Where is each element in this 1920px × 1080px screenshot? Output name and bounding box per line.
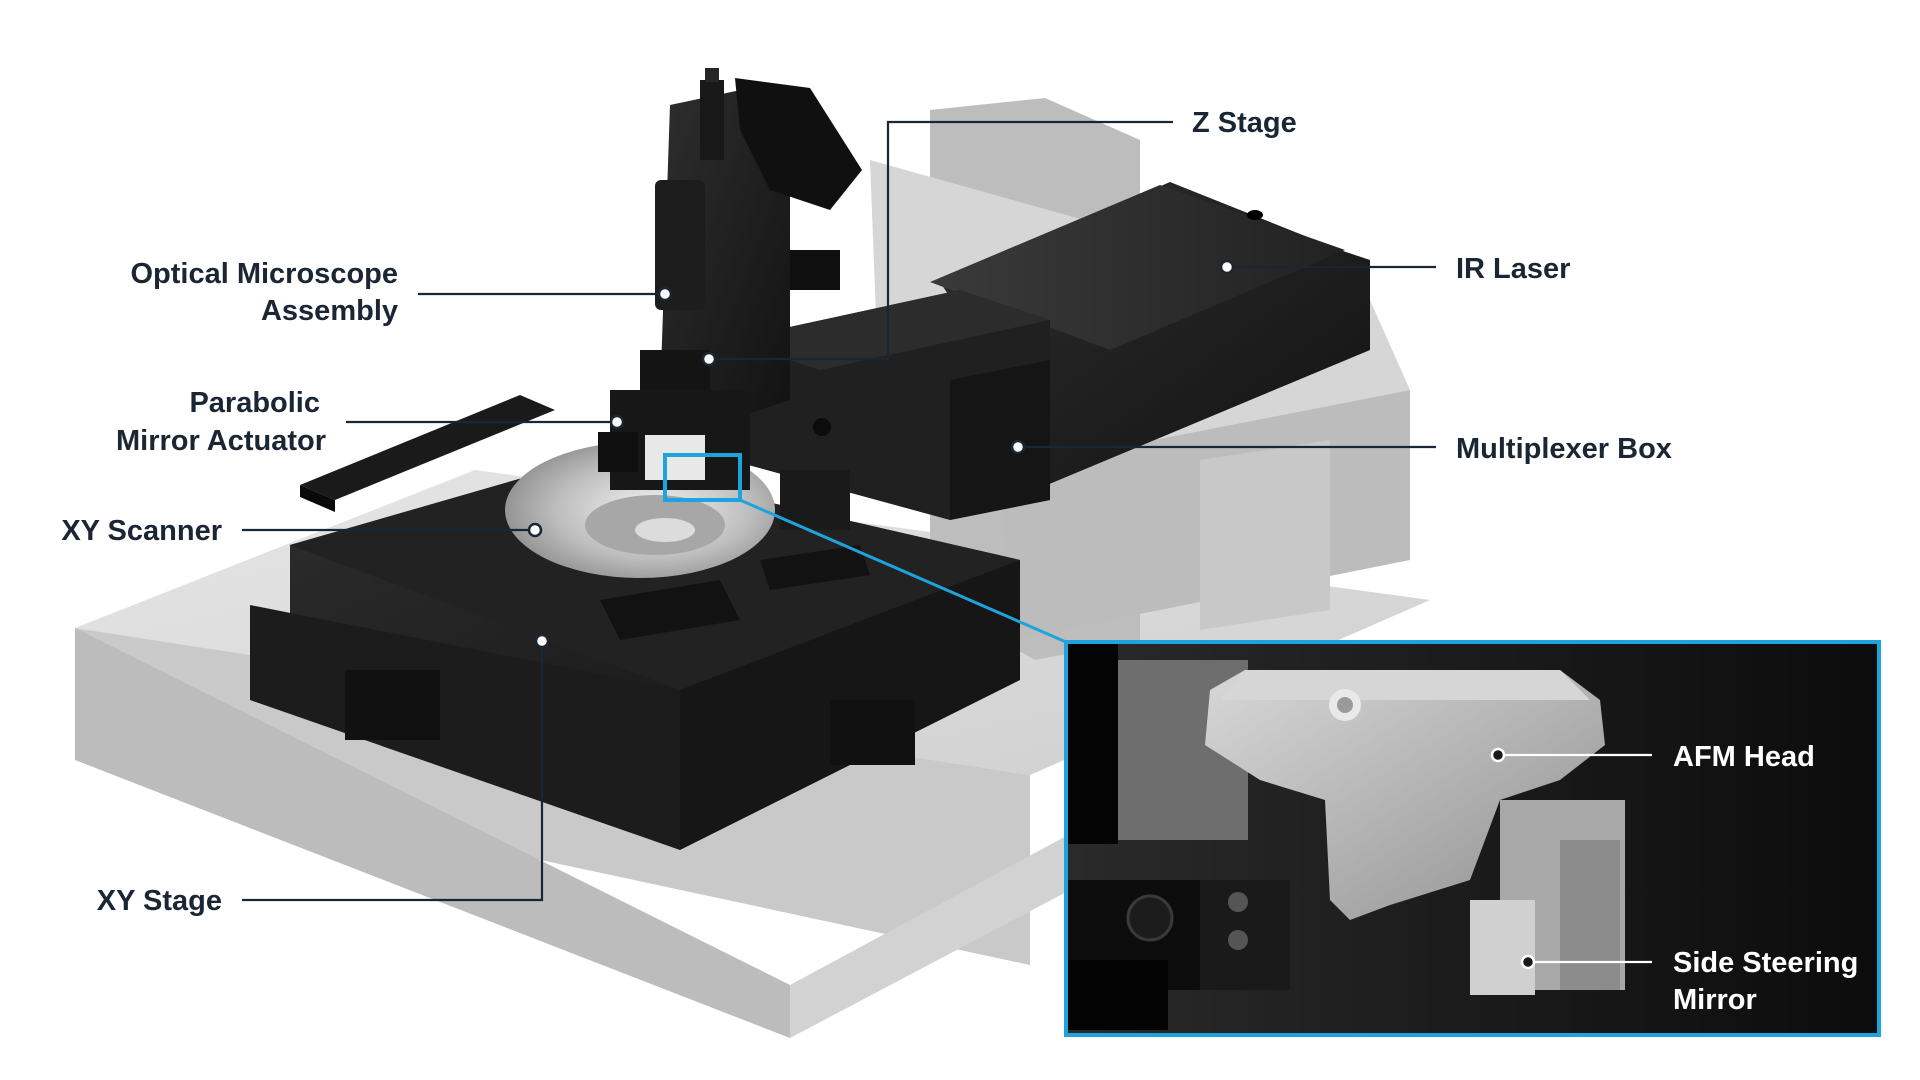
- inset-border: [1064, 640, 1881, 1037]
- dot-optical-microscope: [657, 286, 673, 302]
- label-parabolic-line1: Parabolic: [189, 387, 320, 419]
- zoom-source-highlight: [663, 453, 742, 502]
- dot-afm-head: [1490, 747, 1506, 763]
- label-parabolic-line2: Mirror Actuator: [116, 425, 326, 457]
- label-side-steering-line1: Side Steering: [1673, 947, 1858, 979]
- leader-xy-stage: [242, 641, 544, 902]
- dot-parabolic: [609, 414, 625, 430]
- dot-multiplexer: [1010, 439, 1026, 455]
- label-z-stage: Z Stage: [1192, 107, 1297, 139]
- zoom-connector: [739, 498, 1067, 644]
- dot-ir-laser: [1219, 259, 1235, 275]
- inset-panel: [1066, 642, 1879, 1035]
- dot-z-stage: [701, 351, 717, 367]
- label-ir-laser: IR Laser: [1456, 253, 1570, 285]
- multiplexer-box: [730, 290, 1050, 520]
- label-optical-microscope-line2: Assembly: [261, 295, 398, 327]
- dot-side-steering: [1520, 954, 1536, 970]
- tip-assembly: [598, 390, 850, 530]
- label-xy-stage: XY Stage: [97, 885, 222, 917]
- label-xy-scanner: XY Scanner: [61, 515, 222, 547]
- label-side-steering-line2: Mirror: [1673, 984, 1757, 1016]
- leader-z-stage: [709, 120, 1173, 361]
- dot-xy-scanner: [527, 522, 543, 538]
- label-multiplexer-box: Multiplexer Box: [1456, 433, 1672, 465]
- label-optical-microscope-line1: Optical Microscope: [130, 258, 398, 290]
- optical-microscope: [640, 68, 862, 430]
- dot-xy-stage: [534, 633, 550, 649]
- label-afm-head: AFM Head: [1673, 741, 1815, 773]
